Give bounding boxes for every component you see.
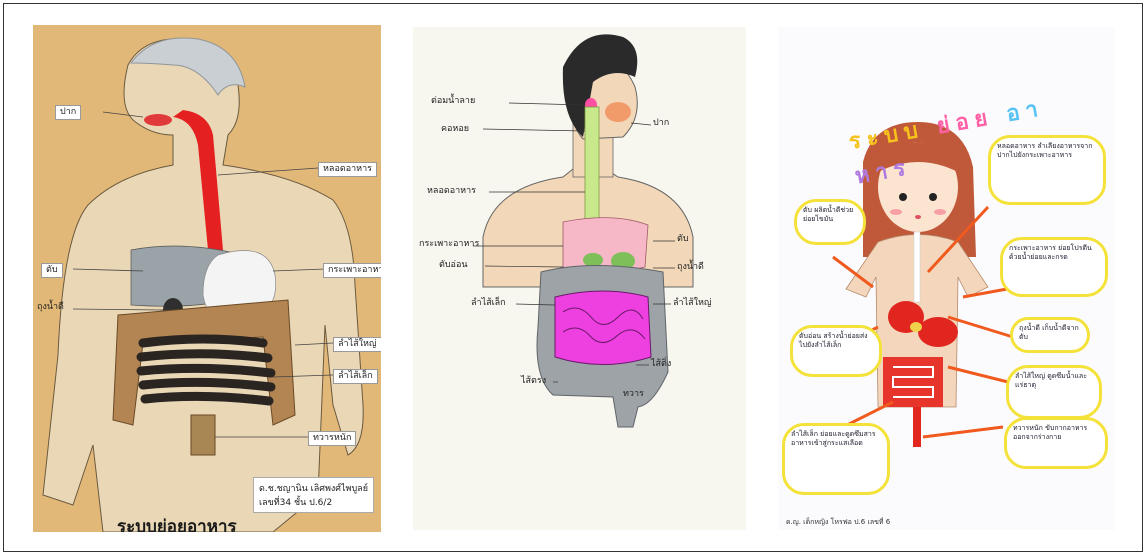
label-rectum: ไส้ตรง bbox=[521, 377, 546, 386]
label-liver: ตับ bbox=[677, 235, 689, 244]
label-gallbladder: ถุงน้ำดี bbox=[37, 303, 64, 312]
bubble-liver: ตับ ผลิตน้ำดีช่วยย่อยไขมัน bbox=[794, 199, 866, 245]
bubble-pancreas: ตับอ่อน สร้างน้ำย่อยส่งไปยังลำไส้เล็ก bbox=[790, 325, 882, 377]
bubble-small-intestine: ลำไส้เล็ก ย่อยและดูดซึมสารอาหารเข้าสู่กร… bbox=[782, 423, 890, 495]
signature-name: ด.ช.ชญานิน เลิศพงศ์ไพบูลย์ bbox=[259, 481, 368, 495]
label-rectum: ทวารหนัก bbox=[308, 431, 356, 446]
label-small-intestine: ลำไส้เล็ก bbox=[333, 369, 378, 384]
label-mouth: ปาก bbox=[55, 105, 81, 120]
bubble-esophagus: หลอดอาหาร ลำเลียงอาหารจากปากไปยังกระเพาะ… bbox=[988, 135, 1106, 205]
label-pancreas: ตับอ่อน bbox=[439, 261, 468, 270]
student-signature: ด.ช.ชญานิน เลิศพงศ์ไพบูลย์ เลขที่34 ชั้น… bbox=[253, 477, 374, 513]
label-large-intestine: ลำไส้ใหญ่ bbox=[333, 337, 381, 352]
poster-1-illustration bbox=[33, 25, 381, 532]
digestive-poster-printed: ต่อมน้ำลาย ปาก คอหอย หลอดอาหาร กระเพาะอา… bbox=[413, 27, 746, 530]
student-name: ด.ญ. เด็กหญิง โหรฟอ ป.6 เลขที่ 6 bbox=[786, 517, 890, 528]
label-mouth: ปาก bbox=[653, 119, 669, 128]
label-esophagus: หลอดอาหาร bbox=[427, 187, 476, 196]
label-throat: คอหอย bbox=[441, 125, 469, 134]
label-appendix: ไส้ติ่ง bbox=[651, 360, 671, 369]
label-stomach: กระเพาะอาหาร bbox=[419, 240, 479, 249]
label-large-intestine: ลำไส้ใหญ่ bbox=[673, 299, 712, 308]
label-salivary-gland: ต่อมน้ำลาย bbox=[431, 97, 475, 106]
title-part-2: ย่อย bbox=[935, 105, 995, 140]
label-anus: ทวาร bbox=[623, 390, 644, 399]
title-part-1: ระบบ bbox=[847, 117, 926, 155]
poster-1-title: ระบบย่อยอาหาร bbox=[117, 513, 237, 532]
title-part-4: หาร bbox=[853, 155, 913, 189]
label-gallbladder: ถุงน้ำดี bbox=[677, 263, 704, 272]
label-stomach: กระเพาะอาหาร bbox=[323, 263, 381, 278]
label-liver: ตับ bbox=[41, 263, 63, 278]
bubble-stomach: กระเพาะอาหาร ย่อยโปรตีนด้วยน้ำย่อยและกรด bbox=[1000, 237, 1108, 297]
digestive-poster-cardboard: ปาก หลอดอาหาร ตับ กระเพาะอาหาร ถุงน้ำดี … bbox=[33, 25, 381, 532]
digestive-poster-drawing: ระบบ ย่อย อา หาร ตับ ผลิตน้ำดีช่วยย่อยไข… bbox=[778, 27, 1115, 530]
title-part-3: อา bbox=[1004, 96, 1045, 127]
bubble-gallbladder: ถุงน้ำดี เก็บน้ำดีจากตับ bbox=[1010, 317, 1090, 353]
label-small-intestine: ลำไส้เล็ก bbox=[471, 299, 506, 308]
bubble-rectum: ทวารหนัก ขับกากอาหารออกจากร่างกาย bbox=[1004, 417, 1108, 469]
label-esophagus: หลอดอาหาร bbox=[318, 162, 377, 177]
signature-class: เลขที่34 ชั้น ป.6/2 bbox=[259, 495, 368, 509]
bubble-large-intestine: ลำไส้ใหญ่ ดูดซึมน้ำและแร่ธาตุ bbox=[1006, 365, 1102, 419]
